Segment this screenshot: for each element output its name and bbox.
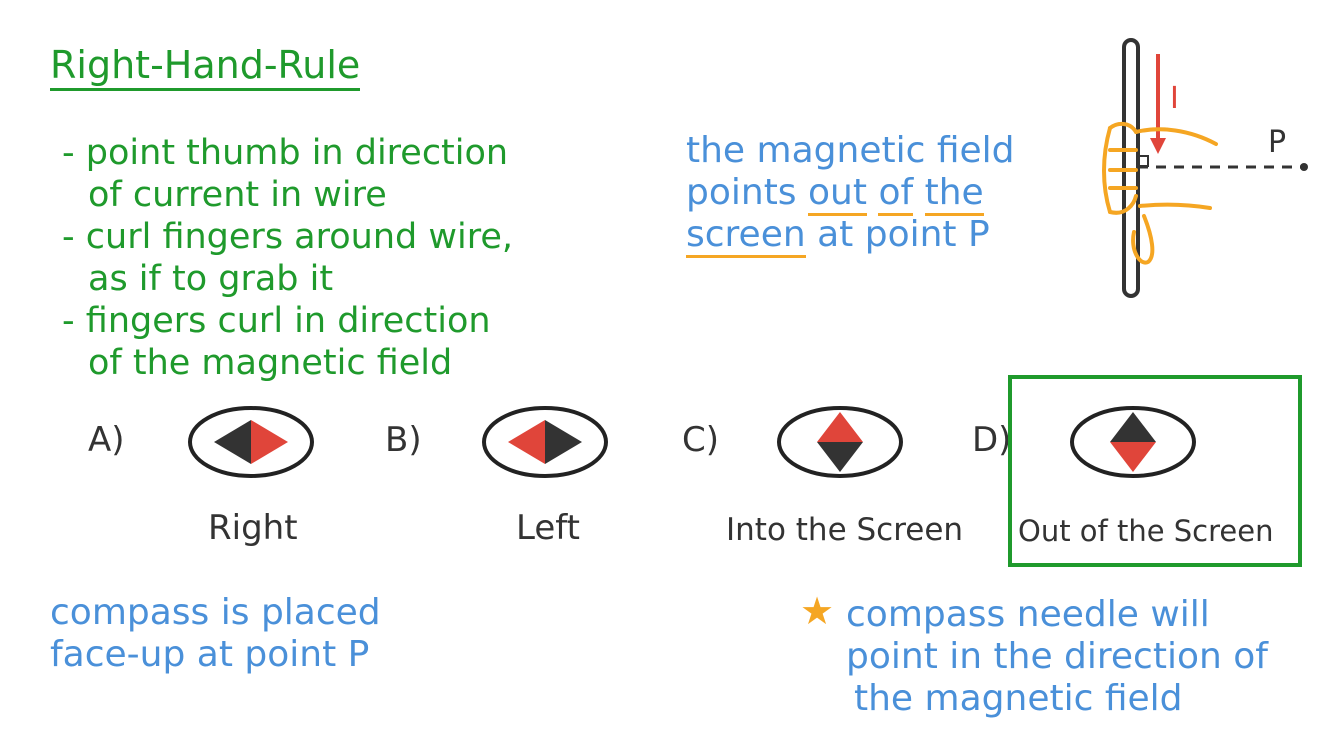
star-note-line: point in the direction of bbox=[846, 636, 1268, 677]
rule-text: of the magnetic field bbox=[88, 343, 453, 383]
option-c-letter: C) bbox=[682, 420, 720, 460]
needle-red bbox=[817, 412, 863, 442]
point-p-dot bbox=[1300, 163, 1308, 171]
rule-item: - fingers curl in direction bbox=[62, 300, 513, 342]
option-a-letter: A) bbox=[88, 420, 125, 460]
field-note-line: the magnetic field bbox=[686, 130, 1015, 171]
underlined-out: out bbox=[808, 172, 867, 216]
option-d-label: Out of the Screen bbox=[1018, 514, 1274, 548]
underlined-of: of bbox=[878, 172, 914, 216]
rule-text: curl fingers around wire, bbox=[85, 217, 513, 257]
needle-red bbox=[1110, 442, 1156, 472]
compass-note-line: compass is placed bbox=[50, 592, 381, 633]
option-c-label: Into the Screen bbox=[726, 512, 964, 548]
rule-text: as if to grab it bbox=[88, 259, 334, 299]
field-note-line: points out of the bbox=[686, 172, 1015, 216]
compass-note-line: face-up at point P bbox=[50, 634, 370, 675]
star-icon: ★ bbox=[800, 589, 835, 633]
rule-list: - point thumb in direction of current in… bbox=[62, 132, 513, 384]
compass-b[interactable] bbox=[480, 404, 610, 480]
field-note-text: at point P bbox=[805, 214, 990, 255]
needle-dark bbox=[817, 442, 863, 472]
rule-bullet: - bbox=[62, 133, 75, 173]
underlined-the: the bbox=[924, 172, 984, 216]
needle-red bbox=[508, 420, 545, 464]
needle-dark bbox=[1110, 412, 1156, 442]
wire-diagram: I P bbox=[1102, 38, 1308, 298]
compass-c[interactable] bbox=[775, 404, 905, 480]
rule-item: - point thumb in direction bbox=[62, 132, 513, 174]
rule-item: - curl fingers around wire, bbox=[62, 216, 513, 258]
needle-red bbox=[251, 420, 288, 464]
rule-bullet: - bbox=[62, 217, 75, 257]
page-title: Right-Hand-Rule bbox=[50, 42, 361, 91]
star-note-line: compass needle will bbox=[846, 594, 1210, 635]
compass-a[interactable] bbox=[186, 404, 316, 480]
hand-sketch bbox=[1102, 121, 1218, 265]
rule-text: of current in wire bbox=[88, 175, 387, 215]
correct-answer-box bbox=[1008, 375, 1302, 567]
compass-d[interactable] bbox=[1068, 404, 1198, 480]
needle-dark bbox=[214, 420, 251, 464]
option-b-letter: B) bbox=[385, 420, 422, 460]
underlined-screen: screen bbox=[686, 214, 806, 258]
point-label: P bbox=[1268, 125, 1286, 160]
field-note: the magnetic field points out of the scr… bbox=[686, 130, 1015, 258]
option-d-letter: D) bbox=[972, 420, 1012, 460]
rule-bullet: - bbox=[62, 301, 75, 341]
rule-text: point thumb in direction bbox=[85, 133, 509, 173]
field-note-line: screen at point P bbox=[686, 214, 1015, 258]
rule-text: fingers curl in direction bbox=[85, 301, 491, 341]
current-arrowhead bbox=[1150, 138, 1166, 154]
option-a-label: Right bbox=[208, 508, 298, 548]
option-b-label: Left bbox=[516, 508, 580, 548]
compass-note: compass is placed face-up at point P bbox=[50, 592, 381, 676]
star-note: compass needle will point in the directi… bbox=[846, 594, 1268, 720]
needle-dark bbox=[545, 420, 582, 464]
star-note-line: the magnetic field bbox=[854, 678, 1183, 719]
current-label: I bbox=[1170, 81, 1179, 116]
field-note-text: points bbox=[686, 172, 809, 213]
